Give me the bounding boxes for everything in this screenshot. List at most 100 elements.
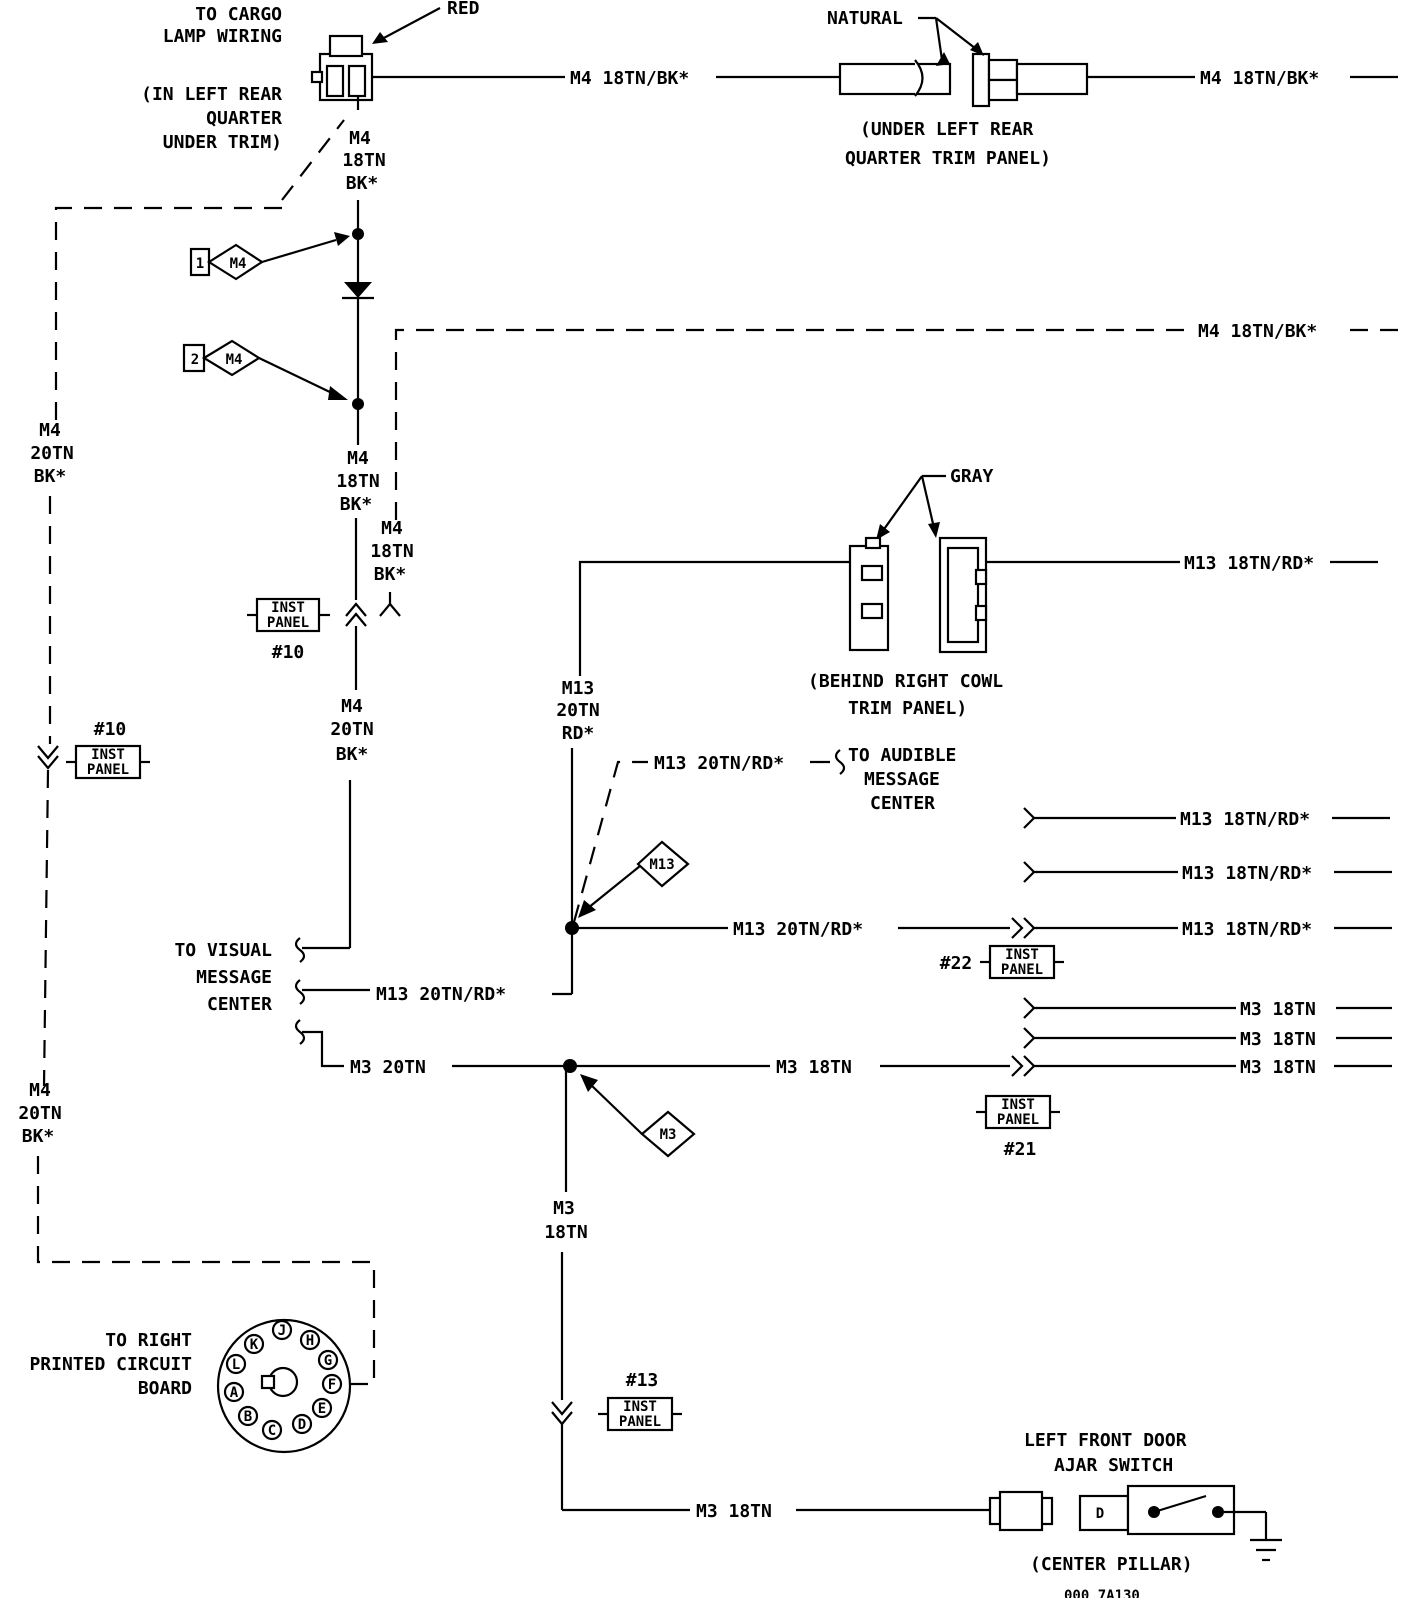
under-left-rear-label-2: QUARTER TRIM PANEL) — [845, 148, 1051, 169]
svg-text:J: J — [278, 1323, 286, 1339]
svg-text:PANEL: PANEL — [619, 1414, 661, 1430]
cargo-lamp-connector — [310, 34, 374, 102]
svg-text:E: E — [318, 1401, 326, 1417]
dashed-m4-line1: M4 — [381, 518, 403, 539]
left-m4-lower-line1: M4 — [29, 1080, 51, 1101]
post-splice-m4-line2: 18TN — [336, 471, 379, 492]
svg-text:INST: INST — [1005, 947, 1039, 963]
svg-text:#22: #22 — [940, 953, 973, 974]
visual-label-2: MESSAGE — [196, 967, 272, 988]
svg-text:M4: M4 — [226, 352, 243, 368]
splice-m3: M3 — [640, 1110, 696, 1158]
svg-text:H: H — [306, 1333, 314, 1349]
wire-label-m13-r1: M13 18TN/RD* — [1180, 809, 1310, 830]
pcb-pin-f: F — [321, 1373, 343, 1395]
svg-text:#10: #10 — [272, 642, 305, 663]
switch-label-2: AJAR SWITCH — [1054, 1455, 1173, 1476]
pcb-pin-l: L — [225, 1353, 247, 1375]
pcb-pin-b: B — [237, 1405, 259, 1427]
svg-text:PANEL: PANEL — [87, 762, 129, 778]
m3-vertical-line1: M3 — [553, 1198, 575, 1219]
wire-label-m3-bottom: M3 18TN — [696, 1501, 772, 1522]
svg-text:D: D — [1096, 1506, 1104, 1522]
wire-label-m13-audible: M13 20TN/RD* — [654, 753, 784, 774]
wire-label-m13-gray: M13 18TN/RD* — [1184, 553, 1314, 574]
svg-text:C: C — [268, 1423, 276, 1439]
svg-text:PANEL: PANEL — [997, 1112, 1039, 1128]
wire-label-m3-r3: M3 18TN — [1240, 1057, 1316, 1078]
connector-m4-line2: 18TN — [342, 150, 385, 171]
in-left-rear-label-3: UNDER TRIM) — [163, 132, 282, 153]
svg-text:G: G — [324, 1353, 332, 1369]
under-left-rear-label-1: (UNDER LEFT REAR — [860, 119, 1034, 140]
natural-connector — [838, 52, 1089, 108]
wire-label-m13-main: M13 20TN/RD* — [733, 919, 863, 940]
in-left-rear-label-2: QUARTER — [206, 108, 282, 129]
wire-label-m3-r2: M3 18TN — [1240, 1029, 1316, 1050]
wire-label-m3-r1: M3 18TN — [1240, 999, 1316, 1020]
wire-label-m4-dashed-right: M4 18TN/BK* — [1198, 321, 1317, 342]
svg-text:#10: #10 — [94, 719, 127, 740]
pcb-label-1: TO RIGHT — [105, 1330, 192, 1351]
audible-label-2: MESSAGE — [864, 769, 940, 790]
wire-label-m13-visual: M13 20TN/RD* — [376, 984, 506, 1005]
wire-label-m4-top-right: M4 18TN/BK* — [1200, 68, 1319, 89]
behind-cowl-label-2: TRIM PANEL) — [848, 698, 967, 719]
switch-label-1: LEFT FRONT DOOR — [1024, 1430, 1187, 1451]
pcb-pin-h: H — [299, 1329, 321, 1351]
inst-panel-22: #22 INST PANEL — [940, 944, 1064, 980]
svg-text:D: D — [298, 1417, 306, 1433]
pcb-label-2: PRINTED CIRCUIT — [29, 1354, 192, 1375]
svg-text:#13: #13 — [626, 1370, 659, 1391]
m3-vertical-line2: 18TN — [544, 1222, 587, 1243]
svg-text:#21: #21 — [1004, 1139, 1037, 1160]
visual-label-3: CENTER — [207, 994, 272, 1015]
wire-label-m4-top-mid: M4 18TN/BK* — [570, 68, 689, 89]
m13-vertical-line3: RD* — [562, 723, 595, 744]
vertical-m4-20-line2: 20TN — [330, 719, 373, 740]
behind-cowl-label-1: (BEHIND RIGHT COWL — [808, 671, 1003, 692]
svg-text:2: 2 — [191, 352, 199, 368]
audible-label-3: CENTER — [870, 793, 935, 814]
post-splice-m4-line3: BK* — [340, 494, 373, 515]
gray-label: GRAY — [950, 466, 994, 487]
footer-fragment: 000 7A130 — [1064, 1588, 1140, 1598]
red-label: RED — [447, 0, 480, 19]
gray-connector — [848, 536, 988, 654]
left-m4-upper-line3: BK* — [34, 466, 67, 487]
left-m4-upper-line2: 20TN — [30, 443, 73, 464]
inst-panel-10-center: INST PANEL #10 — [247, 597, 330, 663]
pcb-pin-e: E — [311, 1397, 333, 1419]
wire-label-m3-20tn: M3 20TN — [350, 1057, 426, 1078]
inst-panel-21: INST PANEL #21 — [976, 1094, 1060, 1160]
svg-text:M4: M4 — [230, 256, 247, 272]
to-cargo-label-1: TO CARGO — [195, 4, 282, 25]
dashed-m4-line2: 18TN — [370, 541, 413, 562]
svg-text:INST: INST — [91, 747, 125, 763]
in-left-rear-label-1: (IN LEFT REAR — [141, 84, 282, 105]
diode-symbol — [344, 282, 372, 298]
splice-2-m4: 2 M4 — [182, 339, 262, 377]
svg-text:K: K — [250, 1337, 259, 1353]
connector-m4-line1: M4 — [349, 128, 371, 149]
audible-label-1: TO AUDIBLE — [848, 745, 956, 766]
wire-label-m13-r3: M13 18TN/RD* — [1182, 919, 1312, 940]
pcb-pin-a: A — [223, 1381, 245, 1403]
svg-text:PANEL: PANEL — [1001, 962, 1043, 978]
svg-text:F: F — [328, 1377, 336, 1393]
left-m4-upper-line1: M4 — [39, 420, 61, 441]
svg-text:M13: M13 — [649, 857, 674, 873]
pcb-label-3: BOARD — [138, 1378, 192, 1399]
svg-text:M3: M3 — [660, 1127, 677, 1143]
center-pillar-label: (CENTER PILLAR) — [1030, 1554, 1193, 1575]
splice-1-m4: 1 M4 — [189, 243, 265, 281]
m13-vertical-line1: M13 — [562, 678, 595, 699]
svg-text:1: 1 — [196, 256, 204, 272]
pcb-pin-g: G — [317, 1349, 339, 1371]
pcb-connector: K J H L G A F B C D E — [216, 1318, 352, 1454]
visual-label-1: TO VISUAL — [174, 940, 272, 961]
vertical-m4-20-line1: M4 — [341, 696, 363, 717]
left-m4-lower-line2: 20TN — [18, 1103, 61, 1124]
pcb-pin-c: C — [261, 1419, 283, 1441]
